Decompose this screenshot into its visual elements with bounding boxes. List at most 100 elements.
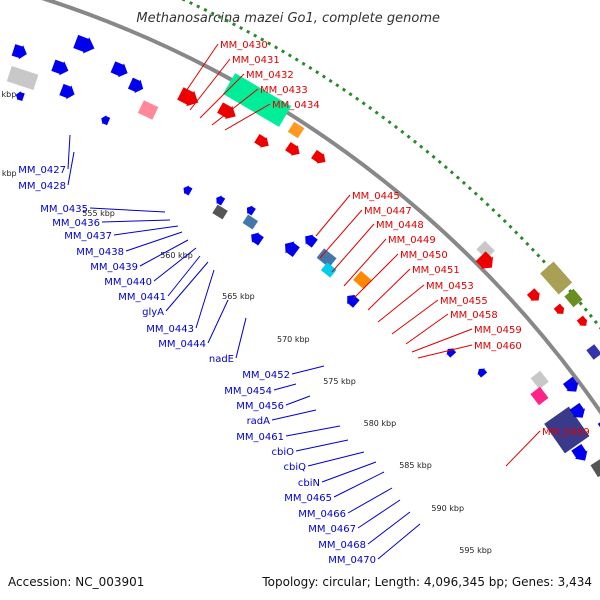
gene-feature bbox=[15, 91, 25, 102]
gene-feature bbox=[6, 66, 39, 90]
gene-features bbox=[6, 34, 600, 478]
gene-feature bbox=[477, 368, 488, 378]
forward-leader-line bbox=[224, 103, 271, 131]
gene-feature bbox=[320, 262, 337, 278]
reverse-gene-label: MM_0440 bbox=[104, 277, 152, 288]
reverse-leader-line bbox=[235, 317, 247, 359]
reverse-leader-line bbox=[153, 247, 197, 282]
accession-text: Accession: NC_003901 bbox=[8, 575, 144, 589]
gene-feature bbox=[586, 344, 600, 360]
reverse-gene-label: MM_0468 bbox=[318, 540, 366, 551]
label-leaders bbox=[67, 43, 541, 560]
gene-feature bbox=[11, 44, 27, 60]
dotted-tracks bbox=[138, 0, 600, 330]
forward-gene-label: MM_0451 bbox=[412, 265, 460, 276]
reverse-gene-label: MM_0439 bbox=[90, 262, 138, 273]
gene-feature bbox=[223, 73, 292, 127]
gene-feature bbox=[73, 34, 95, 54]
forward-leader-line bbox=[315, 194, 351, 237]
forward-leader-line bbox=[411, 328, 473, 353]
reverse-gene-label: cbiQ bbox=[284, 462, 307, 473]
gene-feature bbox=[571, 444, 588, 461]
gene-feature bbox=[311, 149, 326, 164]
forward-gene-label: MM_0447 bbox=[364, 206, 412, 217]
reverse-leader-line bbox=[333, 471, 385, 498]
reverse-gene-label: cbiO bbox=[272, 447, 295, 458]
reverse-gene-label: cbiN bbox=[298, 478, 320, 489]
gene-feature bbox=[242, 214, 259, 230]
reverse-gene-label: MM_0470 bbox=[328, 555, 376, 566]
gene-feature bbox=[576, 315, 588, 326]
forward-gene-label: MM_0434 bbox=[272, 100, 320, 111]
topology-text: Topology: circular; Length: 4,096,345 bp… bbox=[261, 575, 592, 589]
reverse-gene-label: MM_0467 bbox=[308, 524, 356, 535]
forward-gene-label: MM_0431 bbox=[232, 55, 280, 66]
reverse-gene-label: MM_0437 bbox=[64, 231, 112, 242]
reverse-gene-label: MM_0444 bbox=[158, 339, 206, 350]
scale-tick-label: 570 kbp bbox=[277, 335, 310, 344]
reverse-leader-line bbox=[165, 261, 209, 312]
reverse-gene-label: MM_0435 bbox=[40, 204, 88, 215]
gene-feature bbox=[347, 294, 360, 308]
reverse-leader-line bbox=[295, 439, 349, 452]
gene-feature bbox=[51, 59, 69, 76]
scale-tick-label: 575 kbp bbox=[323, 377, 356, 386]
reverse-leader-line bbox=[271, 409, 317, 421]
forward-gene-label: MM_0449 bbox=[388, 235, 436, 246]
reverse-leader-line bbox=[321, 461, 377, 483]
gene-feature bbox=[287, 121, 305, 139]
gene-feature bbox=[246, 205, 256, 216]
gene-feature bbox=[110, 61, 128, 78]
gene-feature bbox=[101, 115, 111, 126]
scale-tick-label: 580 kbp bbox=[364, 419, 397, 428]
gene-feature bbox=[212, 204, 228, 220]
reverse-leader-line bbox=[207, 299, 229, 344]
forward-gene-label: MM_0430 bbox=[220, 40, 268, 51]
gene-labels: MM_0430MM_0431MM_0432MM_0433MM_0434MM_04… bbox=[18, 40, 589, 566]
gene-feature bbox=[59, 83, 75, 100]
gene-feature bbox=[127, 77, 144, 94]
forward-leader-line bbox=[331, 223, 375, 273]
reverse-gene-label: MM_0454 bbox=[224, 386, 272, 397]
gene-feature bbox=[597, 422, 600, 428]
forward-gene-label: MM_0469 bbox=[542, 427, 590, 438]
scale-tick-label: 540 kbp bbox=[0, 90, 16, 99]
reverse-leader-line bbox=[67, 151, 75, 186]
reverse-gene-label: MM_0428 bbox=[18, 181, 66, 192]
forward-leader-line bbox=[353, 253, 399, 299]
forward-gene-label: MM_0433 bbox=[260, 85, 308, 96]
forward-gene-label: MM_0450 bbox=[400, 250, 448, 261]
reverse-leader-line bbox=[307, 451, 365, 467]
forward-gene-label: MM_0459 bbox=[474, 325, 522, 336]
gene-feature bbox=[590, 459, 600, 478]
reverse-leader-line bbox=[101, 219, 171, 223]
reverse-leader-line bbox=[167, 255, 201, 297]
gene-feature bbox=[353, 270, 372, 290]
gene-feature bbox=[285, 241, 300, 257]
gene-feature bbox=[526, 288, 540, 301]
reverse-gene-label: MM_0443 bbox=[146, 324, 194, 335]
forward-leader-line bbox=[505, 430, 541, 467]
reverse-leader-line bbox=[125, 231, 183, 252]
reverse-leader-line bbox=[195, 269, 215, 329]
gene-feature bbox=[177, 87, 199, 107]
forward-leader-line bbox=[211, 88, 259, 126]
map-title: Methanosarcina mazei Go1, complete genom… bbox=[136, 11, 440, 26]
reverse-gene-label: MM_0438 bbox=[76, 247, 124, 258]
gene-feature bbox=[475, 251, 494, 269]
reverse-gene-label: MM_0466 bbox=[298, 509, 346, 520]
reverse-leader-line bbox=[139, 239, 189, 267]
gene-feature bbox=[254, 134, 269, 148]
reverse-leader-line bbox=[113, 225, 179, 236]
reverse-leader-line bbox=[285, 395, 311, 406]
gene-feature bbox=[476, 240, 495, 260]
reverse-leader-line bbox=[273, 383, 297, 391]
gene-feature bbox=[530, 370, 549, 390]
gene-feature bbox=[183, 185, 193, 196]
reverse-leader-line bbox=[67, 134, 71, 170]
reverse-leader-line bbox=[285, 425, 341, 437]
scale-tick-label: 585 kbp bbox=[399, 461, 432, 470]
